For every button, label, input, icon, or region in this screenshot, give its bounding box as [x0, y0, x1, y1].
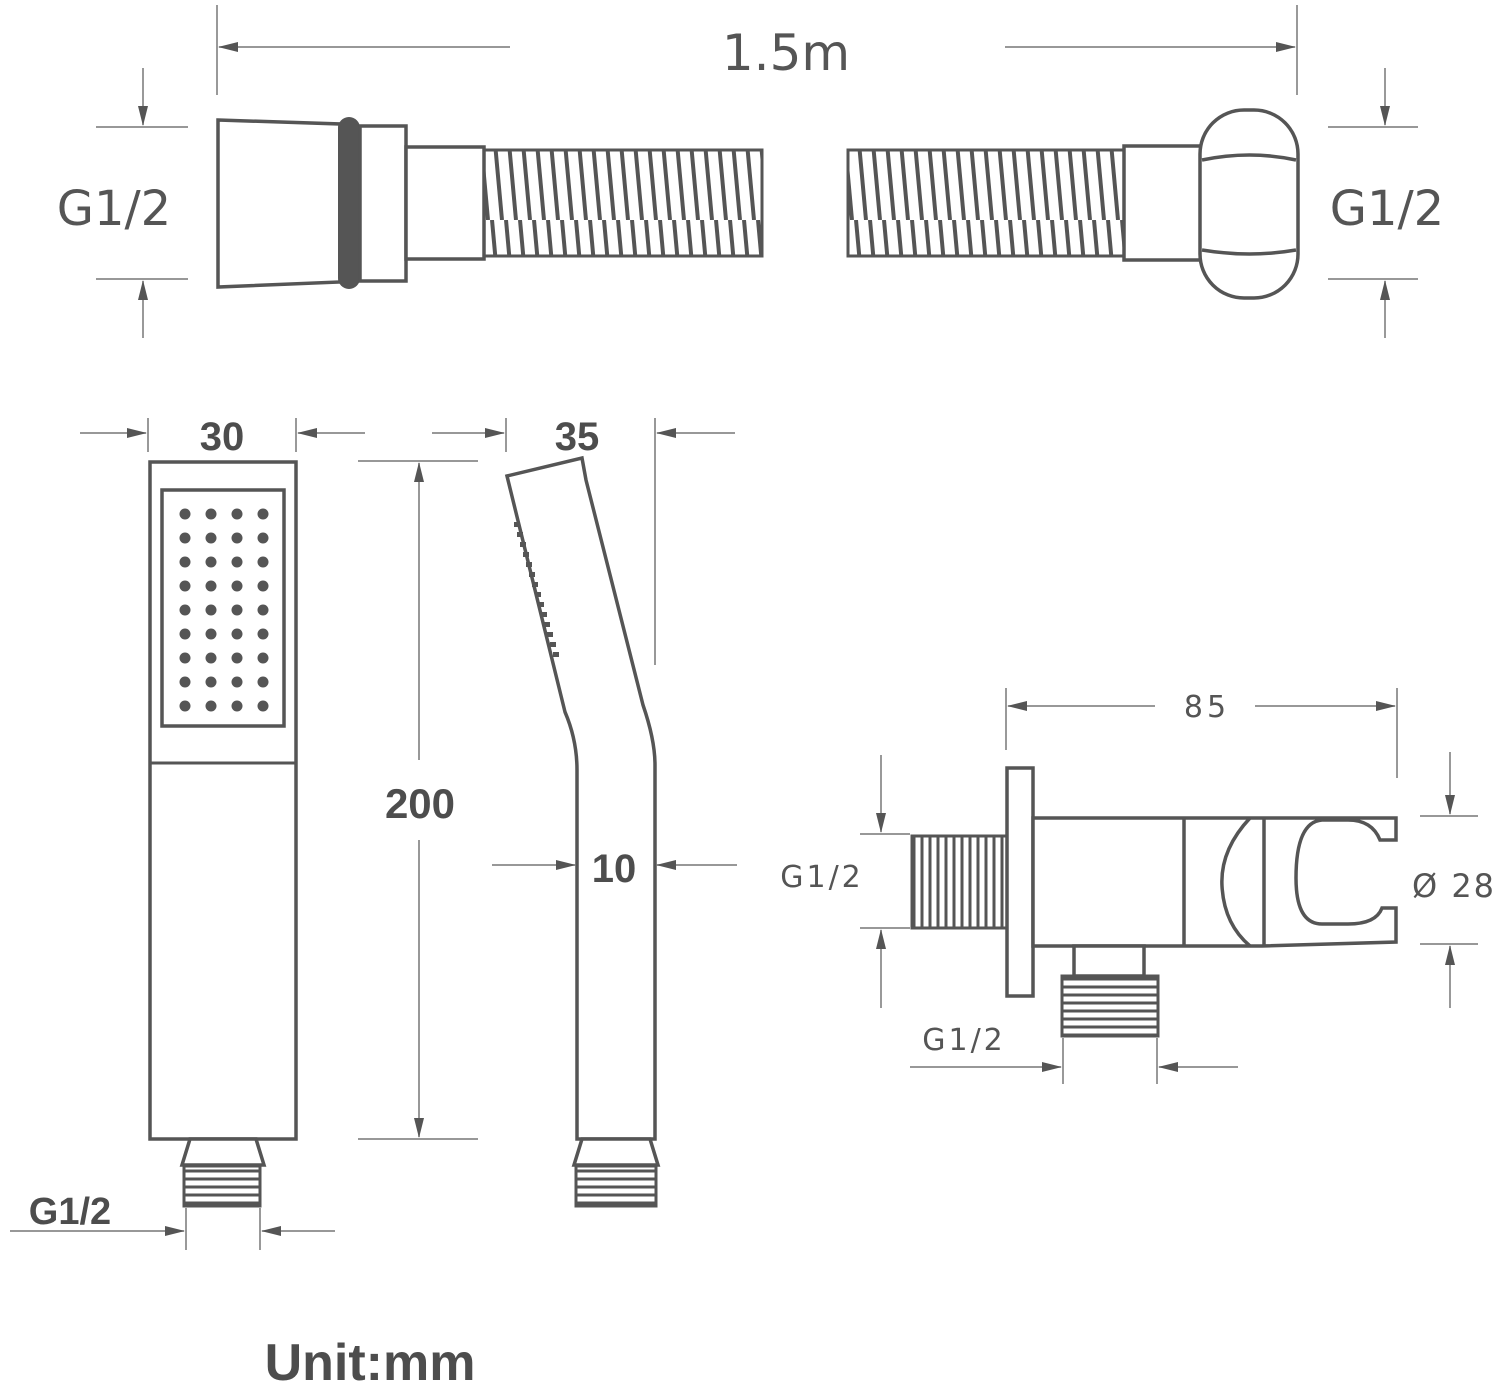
- side-nozzle: [544, 622, 550, 627]
- spray-nozzle: [231, 556, 243, 568]
- hose-hex-nut-facets: [1201, 153, 1297, 256]
- holder-diameter-label: Ø 28: [1412, 867, 1496, 905]
- side-nozzle: [547, 632, 553, 637]
- spray-nozzle: [257, 652, 269, 664]
- side-neck: [571, 1137, 661, 1167]
- spray-nozzle: [205, 604, 217, 616]
- side-nozzle: [517, 532, 523, 537]
- hose-ferrule-right: [1122, 144, 1204, 262]
- spray-nozzle: [257, 580, 269, 592]
- spray-nozzle: [257, 700, 269, 712]
- wall-bracket-drawing: 85 G1/2 G1/2 Ø 28: [780, 688, 1496, 1084]
- bracket-length-label: 85: [1184, 690, 1230, 725]
- hand-shower-thread-label: G1/2: [29, 1191, 111, 1233]
- spray-nozzle: [205, 580, 217, 592]
- spray-nozzle: [231, 628, 243, 640]
- side-nozzle: [553, 652, 559, 657]
- spray-nozzle: [179, 676, 191, 688]
- spray-nozzle: [231, 580, 243, 592]
- hand-shower-neck: [179, 1137, 267, 1167]
- spray-nozzle-grid: [179, 508, 269, 712]
- spray-nozzle: [257, 532, 269, 544]
- spray-nozzle: [179, 604, 191, 616]
- side-nozzle: [550, 642, 556, 647]
- hose-ferrule-left: [404, 145, 486, 261]
- bracket-outlet-collar: [1072, 944, 1146, 978]
- spray-nozzle: [231, 676, 243, 688]
- side-nozzle-row: [514, 522, 559, 657]
- spray-nozzle: [231, 532, 243, 544]
- spray-nozzle: [179, 508, 191, 520]
- spray-nozzle: [179, 580, 191, 592]
- spray-nozzle: [179, 652, 191, 664]
- side-nozzle: [541, 612, 547, 617]
- bracket-wall-flange: [1005, 766, 1035, 998]
- spray-nozzle: [257, 604, 269, 616]
- unit-label: Unit:mm: [265, 1334, 476, 1387]
- side-nozzle: [535, 592, 541, 597]
- side-nozzle: [532, 582, 538, 587]
- spray-nozzle: [179, 700, 191, 712]
- spray-nozzle: [179, 556, 191, 568]
- hose-o-ring: [338, 117, 360, 289]
- side-nozzle: [514, 522, 520, 527]
- side-nozzle: [529, 572, 535, 577]
- hand-shower-height-label: 200: [385, 780, 455, 827]
- spray-nozzle: [231, 700, 243, 712]
- hose-drawing: 1.5m G1/2 G1/2: [57, 5, 1444, 338]
- bracket-holder-curve: [1220, 816, 1252, 948]
- hose-hex-nut: [1198, 108, 1300, 300]
- spray-nozzle: [257, 676, 269, 688]
- spray-nozzle: [179, 532, 191, 544]
- bracket-outlet-thread: [1060, 974, 1160, 1038]
- bracket-body: [1031, 816, 1398, 948]
- bracket-inlet-thread: [910, 834, 1010, 930]
- height-dimension: 200: [358, 460, 478, 1140]
- side-nozzle: [526, 562, 532, 567]
- hose-cone-nut: [216, 118, 342, 289]
- hand-shower-width-label: 30: [200, 415, 245, 459]
- spray-nozzle: [205, 700, 217, 712]
- hose-length-label: 1.5m: [722, 24, 850, 82]
- hand-shower-thread: [182, 1164, 262, 1208]
- hand-shower-front-view: 30 G1/2: [10, 415, 365, 1250]
- side-nozzle: [538, 602, 544, 607]
- bracket-outlet-label: G1/2: [922, 1023, 1006, 1058]
- hose-braid-right: [846, 148, 1128, 258]
- hand-shower-depth-label: 35: [555, 415, 600, 459]
- spray-nozzle: [257, 556, 269, 568]
- spray-nozzle: [205, 676, 217, 688]
- side-nozzle: [523, 552, 529, 557]
- spray-nozzle: [205, 532, 217, 544]
- spray-nozzle: [257, 628, 269, 640]
- spray-nozzle: [205, 628, 217, 640]
- hand-shower-side-view: 35 10: [432, 415, 737, 1208]
- side-thread: [574, 1164, 658, 1208]
- bracket-inlet-label: G1/2: [780, 860, 864, 895]
- spray-nozzle: [205, 556, 217, 568]
- hand-shower-side-body: [504, 455, 657, 1141]
- spray-nozzle: [231, 604, 243, 616]
- hand-shower-neck-label: 10: [592, 847, 637, 891]
- hose-braid-left: [482, 148, 764, 258]
- spray-nozzle: [231, 508, 243, 520]
- spray-nozzle: [179, 628, 191, 640]
- hose-collar: [358, 124, 408, 283]
- hose-left-thread-label: G1/2: [57, 181, 171, 237]
- hose-right-thread-label: G1/2: [1330, 181, 1444, 237]
- side-nozzle: [520, 542, 526, 547]
- spray-nozzle: [231, 652, 243, 664]
- spray-nozzle: [205, 508, 217, 520]
- spray-nozzle: [205, 652, 217, 664]
- spray-nozzle: [257, 508, 269, 520]
